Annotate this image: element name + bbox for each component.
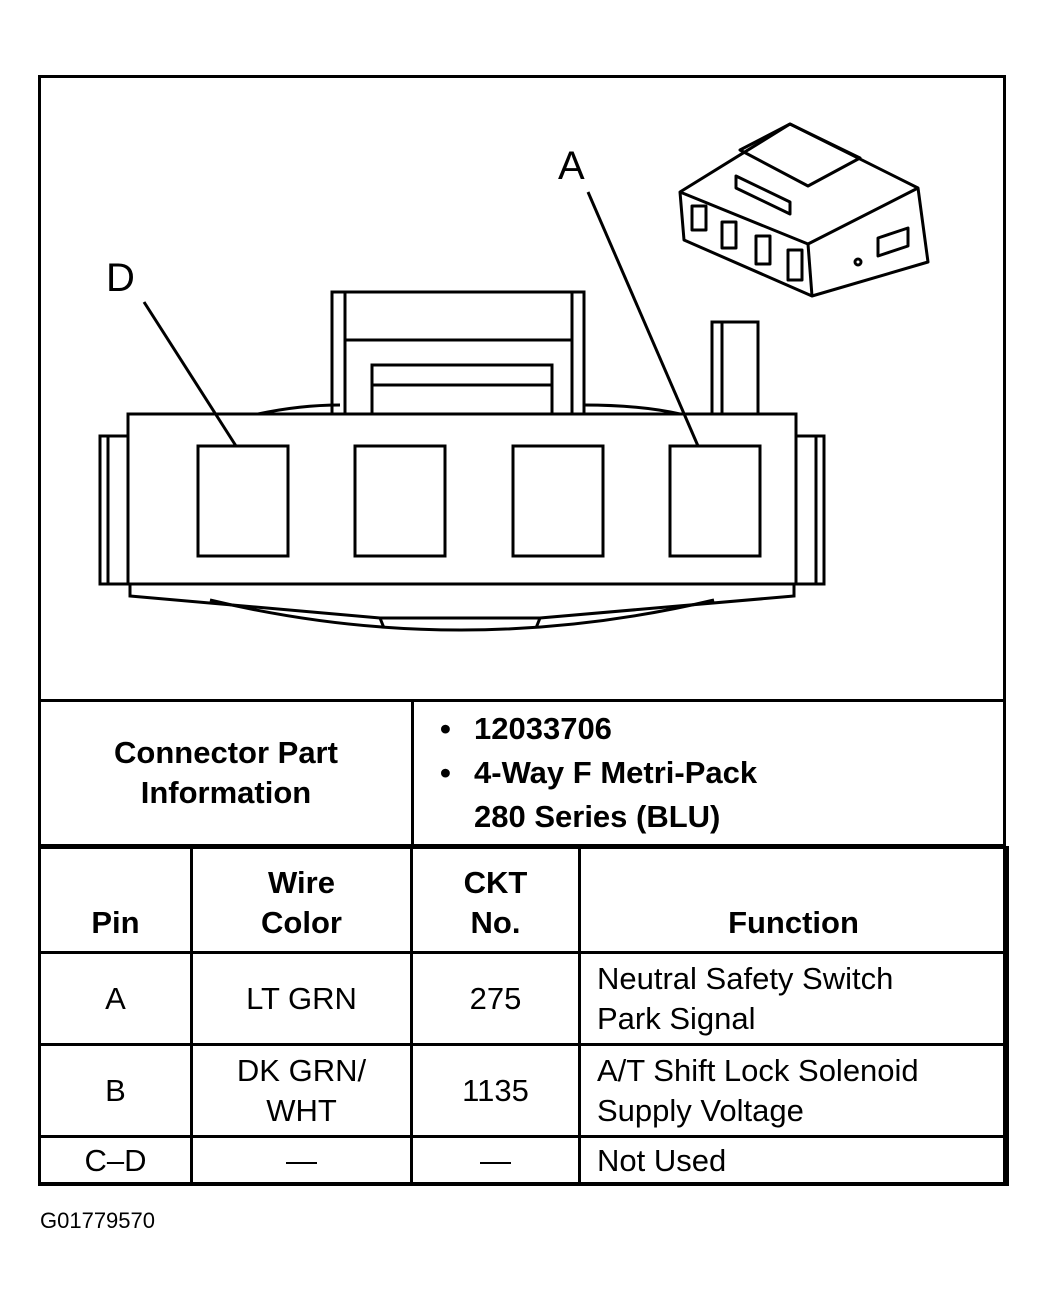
- connector-info-values: • 12033706 • 4-Way F Metri-Pack 280 Series…: [411, 699, 1006, 847]
- connector-series: 280 Series (BLU): [474, 799, 721, 834]
- connector-info-label-line1: Connector Part: [114, 735, 338, 770]
- connector-post: [710, 320, 760, 414]
- connector-bottom-skirt: [128, 584, 796, 620]
- callout-label-d: D: [106, 256, 135, 300]
- wire-color-cell: DK GRN/ WHT: [190, 1043, 413, 1138]
- pin-cell: A: [38, 951, 193, 1046]
- pin-cavity-c: [353, 444, 447, 558]
- leader-line-a: [586, 191, 700, 447]
- pin-cavity-b: [511, 444, 605, 558]
- table-row: A LT GRN 275 Neutral Safety Switch Park …: [38, 951, 1009, 1046]
- ckt-cell: 1135: [410, 1043, 581, 1138]
- connector-side-tab-left: [98, 434, 128, 586]
- header-wire-color: Wire Color: [190, 846, 413, 954]
- table-row: C–D — — Not Used: [38, 1135, 1009, 1186]
- ckt-cell: —: [410, 1135, 581, 1186]
- pin-cavity-a: [668, 444, 762, 558]
- callout-label-a: A: [558, 144, 585, 188]
- connector-3d-view: [678, 122, 930, 298]
- figure-id: G01779570: [40, 1208, 155, 1233]
- connector-info-table: Connector Part Information • 12033706 • 4-…: [38, 699, 1006, 847]
- pin-table: Pin Wire Color CKT No. Function A LT GRN…: [38, 846, 1009, 1186]
- header-ckt-no: CKT No.: [410, 846, 581, 954]
- bullet-icon: •: [440, 711, 451, 746]
- leader-line-d: [142, 301, 238, 447]
- connector-diagram: [98, 122, 930, 632]
- wire-color-cell: LT GRN: [190, 951, 413, 1046]
- pin-cell: B: [38, 1043, 193, 1138]
- function-cell: Not Used: [578, 1135, 1009, 1186]
- pin-cell: C–D: [38, 1135, 193, 1186]
- connector-type: 4-Way F Metri-Pack: [474, 755, 758, 790]
- pin-table-header: Pin Wire Color CKT No. Function: [38, 846, 1009, 954]
- connector-info-label-line2: Information: [140, 775, 312, 810]
- header-function: Function: [578, 846, 1009, 954]
- wire-color-cell: —: [190, 1135, 413, 1186]
- part-number: 12033706: [474, 711, 612, 746]
- connector-info-label: Connector Part Information: [38, 699, 414, 847]
- pin-cavity-d: [196, 444, 290, 558]
- header-pin: Pin: [38, 846, 193, 954]
- bullet-icon: •: [440, 755, 451, 790]
- table-row: B DK GRN/ WHT 1135 A/T Shift Lock Soleno…: [38, 1043, 1009, 1138]
- function-cell: A/T Shift Lock Solenoid Supply Voltage: [578, 1043, 1009, 1138]
- ckt-cell: 275: [410, 951, 581, 1046]
- connector-side-tab-right: [796, 434, 826, 586]
- function-cell: Neutral Safety Switch Park Signal: [578, 951, 1009, 1046]
- connector-top-latch: [330, 290, 586, 416]
